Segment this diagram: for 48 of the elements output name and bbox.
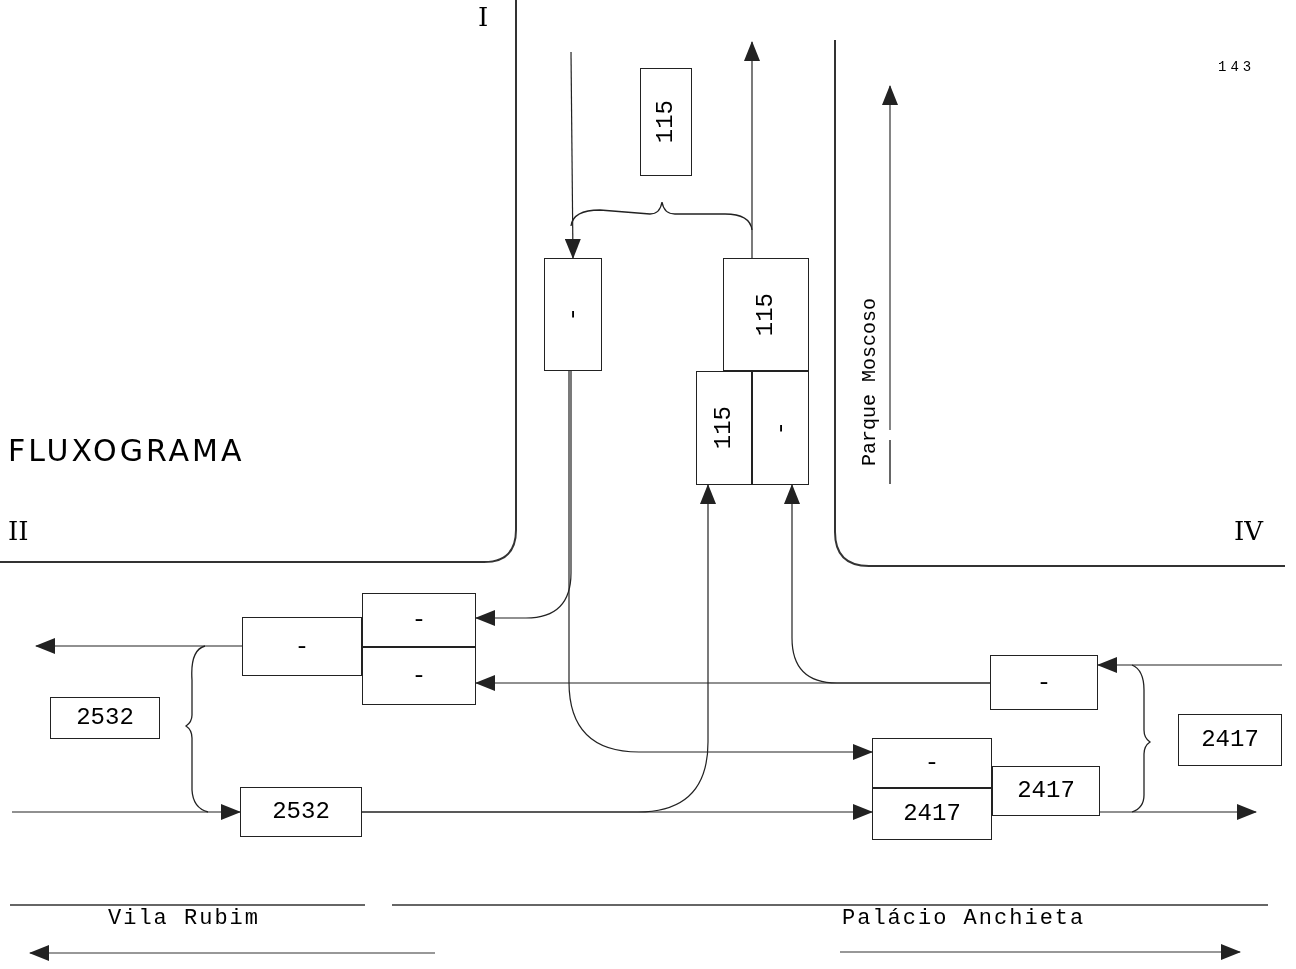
- flow-count: -: [768, 420, 793, 436]
- approach-numeral: I: [478, 4, 489, 30]
- count-box: [240, 787, 362, 837]
- count-box: [872, 738, 992, 788]
- flow-count: 2417: [1201, 728, 1259, 752]
- flow-arrow: [35, 638, 243, 654]
- flow-arrow: [361, 804, 873, 820]
- flow-count: 115: [654, 100, 678, 144]
- flow-count: -: [1036, 670, 1052, 695]
- page-number: 143: [1218, 60, 1256, 74]
- approach-numeral: IV: [1234, 518, 1264, 544]
- flow-arrow: [475, 370, 572, 626]
- flow-count: 115: [712, 406, 736, 450]
- count-box: [544, 258, 602, 371]
- street-name: Vila Rubim: [108, 908, 261, 930]
- count-box: [752, 371, 809, 485]
- flow-count: 2532: [76, 706, 134, 730]
- count-box: [50, 697, 160, 739]
- count-box: [990, 655, 1098, 710]
- flow-arrow: [568, 370, 873, 760]
- count-box: [992, 766, 1100, 816]
- count-box: [242, 617, 362, 676]
- flow-count: -: [411, 608, 427, 632]
- count-box: [723, 258, 809, 371]
- count-box: [362, 647, 476, 705]
- flow-count: 115: [754, 292, 778, 337]
- count-box: [640, 68, 692, 176]
- flow-count: -: [411, 664, 427, 688]
- flow-count: 2532: [272, 800, 330, 824]
- count-box: [696, 371, 752, 485]
- flow-count: 2417: [1017, 779, 1075, 803]
- flow-count: -: [561, 307, 585, 322]
- count-box: [1178, 714, 1282, 766]
- count-box: [872, 788, 992, 840]
- count-box: [362, 593, 476, 647]
- flow-arrow: [564, 51, 581, 259]
- flow-arrow: [11, 804, 241, 820]
- street-name: Parque Moscoso: [860, 298, 880, 467]
- flow-arrow: [475, 675, 991, 691]
- street-name: Palácio Anchieta: [842, 908, 1086, 930]
- flow-arrow: [744, 41, 760, 259]
- approach-numeral: II: [8, 518, 29, 544]
- flow-count: -: [924, 751, 940, 775]
- flow-count: -: [294, 634, 310, 659]
- flow-count: 2417: [903, 802, 961, 826]
- diagram-title: FLUXOGRAMA: [8, 432, 245, 470]
- flow-arrow: [1097, 657, 1283, 673]
- flow-arrow: [1099, 804, 1257, 820]
